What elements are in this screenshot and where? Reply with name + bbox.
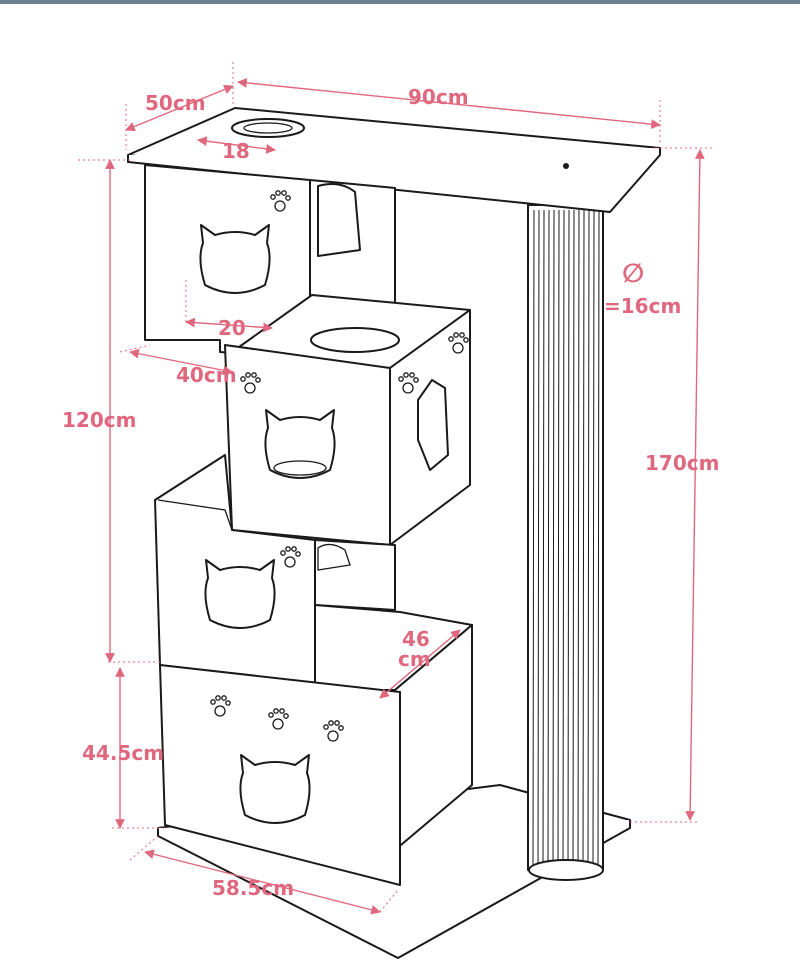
post-stripe	[577, 209, 580, 873]
dimension-labels: 50cm 90cm 18 ∅ =16cm 20 40cm 120cm 170cm…	[62, 85, 719, 900]
label-height-body: 120cm	[62, 408, 136, 432]
label-base-box-height: 44.5cm	[82, 741, 164, 765]
middle-box	[224, 294, 471, 546]
label-ledge-depth-a: 46	[402, 627, 430, 651]
base-box	[159, 664, 401, 886]
label-depth-top: 50cm	[145, 91, 206, 115]
post-stripe	[542, 209, 545, 873]
post-stripe	[582, 209, 585, 873]
scratching-post	[527, 204, 604, 881]
dimension-lines	[78, 62, 715, 915]
label-diameter-symbol: ∅	[622, 259, 644, 289]
label-base-width: 58.5cm	[212, 876, 294, 900]
label-ledge-depth-b: cm	[398, 647, 431, 671]
post-stripe	[557, 209, 560, 873]
post-stripe	[532, 209, 535, 873]
post-stripe	[537, 209, 540, 873]
label-diameter: =16cm	[604, 294, 681, 318]
post-stripe	[587, 209, 590, 873]
label-hole-top: 18	[222, 139, 250, 163]
top-hole	[231, 118, 305, 138]
label-upper-hole: 20	[218, 316, 246, 340]
post-stripe	[572, 209, 575, 873]
label-upper-width: 40cm	[176, 363, 237, 387]
post-stripe	[567, 209, 570, 873]
post-stripe	[547, 209, 550, 873]
label-height-total: 170cm	[645, 451, 719, 475]
window-top-border	[0, 0, 800, 4]
post-stripe	[597, 209, 600, 873]
label-width-top: 90cm	[408, 85, 469, 109]
post-stripe	[562, 209, 565, 873]
post-stripe	[552, 209, 555, 873]
post-stripe	[592, 209, 595, 873]
